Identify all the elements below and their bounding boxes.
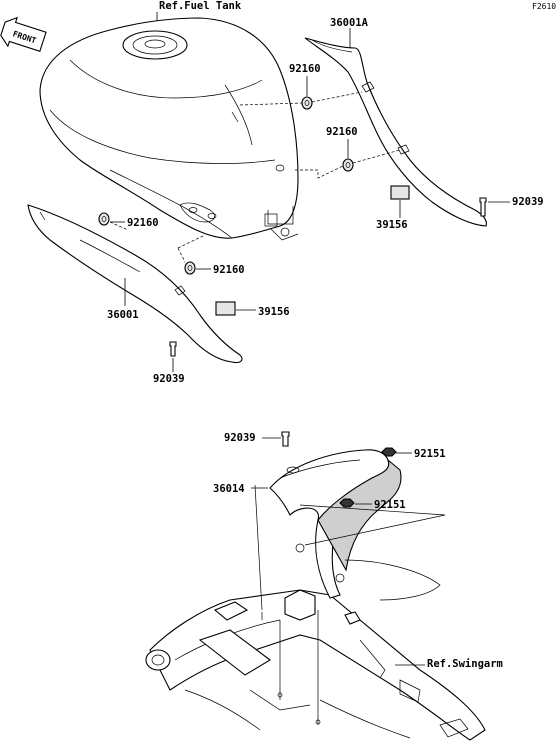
label-92160-left-lower: 92160: [213, 264, 245, 276]
label-92039-left: 92039: [153, 373, 185, 385]
label-92039-lower: 92039: [224, 432, 256, 444]
ref-swingarm-label: Ref.Swingarm: [427, 658, 503, 670]
label-36001A: 36001A: [330, 17, 369, 29]
label-92160-upper: 92160: [289, 63, 321, 75]
label-36014: 36014: [213, 483, 245, 495]
rear-fender-cover: [269, 449, 441, 601]
vertical-line-left: [254, 484, 263, 611]
screw-92039-right: [479, 197, 487, 217]
vertical-lines-lower: [261, 610, 319, 725]
label-39156-left: 39156: [258, 306, 290, 318]
screw-92039-left: [169, 341, 177, 357]
fuel-tank: [39, 17, 299, 241]
dash-line-left-lower: [177, 234, 206, 263]
label-92039-right: 92039: [512, 196, 544, 208]
dash-line-upper: [239, 91, 363, 106]
screw-92039-lower: [281, 431, 290, 447]
label-92151-lower: 92151: [374, 499, 406, 511]
swingarm: [145, 589, 486, 741]
shade-line-upper: [299, 504, 446, 546]
bolt-92151-lower: [339, 498, 355, 508]
clip-39156-left: [215, 301, 236, 316]
side-cover-left: [27, 204, 243, 364]
dash-line-mid: [295, 149, 401, 179]
label-92151-upper: 92151: [414, 448, 446, 460]
grommet-left-lower: [184, 261, 196, 275]
grommet-mid: [342, 158, 354, 172]
label-92160-mid: 92160: [326, 126, 358, 138]
dash-line-left-upper: [109, 221, 129, 231]
bolt-92151-upper: [381, 447, 397, 457]
grommet-upper: [301, 96, 313, 110]
grommet-left-upper: [98, 212, 110, 226]
figure-code: F2610: [532, 2, 556, 11]
label-36001: 36001: [107, 309, 139, 321]
label-39156-right: 39156: [376, 219, 408, 231]
front-arrow-icon: FRONT: [0, 16, 47, 53]
clip-39156-right: [390, 185, 410, 200]
ref-fuel-tank-label: Ref.Fuel Tank: [159, 0, 242, 12]
label-92160-left-upper: 92160: [127, 217, 159, 229]
